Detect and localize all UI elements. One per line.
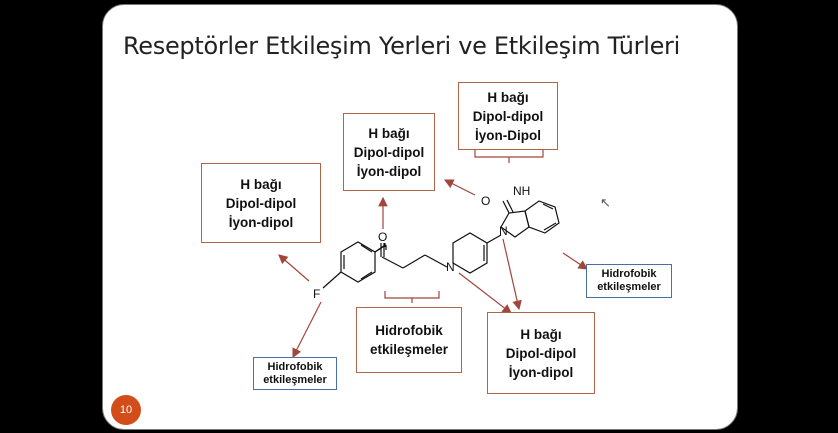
box-hydrophobic-left: Hidrofobik etkileşmeler — [253, 357, 337, 390]
bracket-chain — [384, 291, 440, 303]
arrow-n-to-bottom-right-1 — [458, 272, 512, 314]
atom-oxygen-urea: O — [481, 194, 490, 208]
atom-oxygen-ketone: O — [378, 230, 387, 244]
arrow-n-to-bottom-right-2 — [502, 238, 522, 311]
fluorophenyl-ring — [322, 241, 386, 289]
slide: Reseptörler Etkileşim Yerleri ve Etkileş… — [102, 4, 738, 430]
arrow-urea-to-middle — [443, 179, 476, 196]
atom-nh: NH — [513, 184, 530, 198]
arrow-ring-to-left — [278, 254, 310, 282]
box-bottom-center-hydrophobic: Hidrofobik etkileşmeler — [356, 307, 462, 373]
box-middle-h-bond: H bağı Dipol-dipol İyon-dipol — [343, 113, 435, 191]
bracket-top — [474, 150, 544, 163]
box-hydrophobic-right: Hidrofobik etkileşmeler — [586, 264, 672, 298]
box-bottom-right-h-bond: H bağı Dipol-dipol İyon-dipol — [487, 312, 595, 394]
arrow-benz-to-hydro-right — [562, 252, 588, 270]
butyl-chain — [374, 243, 448, 269]
atom-nitrogen-piperidine: N — [446, 260, 455, 274]
tetrahydropyridine-ring — [452, 232, 502, 274]
atom-fluorine: F — [313, 287, 320, 301]
box-left-h-bond: H bağı Dipol-dipol İyon-dipol — [201, 163, 321, 243]
page-number-badge: 10 — [111, 395, 141, 425]
box-top-h-bond: H bağı Dipol-dipol İyon-Dipol — [458, 82, 558, 150]
arrow-f-to-hydro-left — [292, 301, 322, 359]
slide-title: Reseptörler Etkileşim Yerleri ve Etkileş… — [123, 32, 680, 60]
benzimidazolone — [500, 199, 560, 238]
atom-nitrogen-benz: N — [499, 224, 508, 238]
mouse-cursor-icon: ↖ — [600, 195, 611, 210]
molecule-diagram: F O N N O NH — [278, 150, 588, 359]
